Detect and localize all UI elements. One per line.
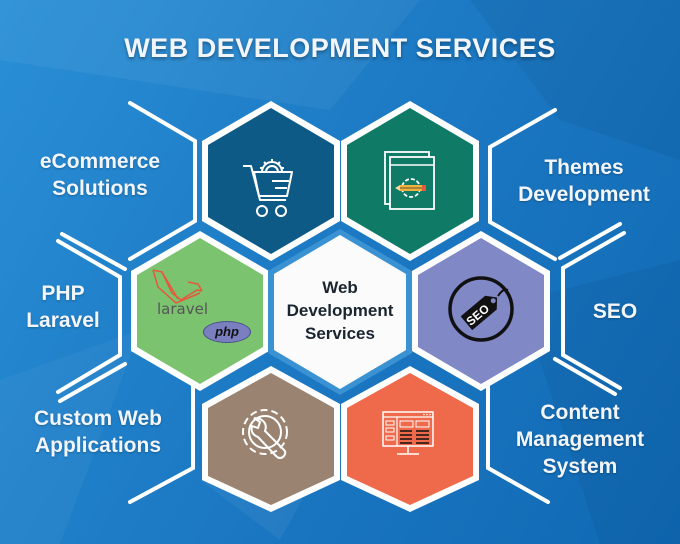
hex-center bbox=[268, 229, 412, 395]
center-line-3: Services bbox=[305, 324, 375, 343]
gear-wrench-icon bbox=[242, 409, 288, 459]
hex-custom[interactable] bbox=[202, 366, 340, 512]
laravel-logo-icon bbox=[152, 269, 203, 304]
label-themes: Themes Development bbox=[518, 156, 650, 206]
hex-ecommerce[interactable] bbox=[202, 101, 340, 261]
shopping-cart-gear-icon bbox=[243, 159, 293, 217]
php-logo: php bbox=[203, 321, 251, 343]
theme-pages-pencil-icon bbox=[384, 151, 435, 210]
label-laravel: PHP Laravel bbox=[26, 282, 100, 332]
label-ecommerce: eCommerce Solutions bbox=[39, 150, 161, 200]
laravel-logo-text: laravel bbox=[157, 300, 208, 318]
center-line-2: Development bbox=[286, 301, 394, 320]
hex-laravel[interactable] bbox=[131, 231, 269, 391]
label-cms: Content Management System bbox=[515, 401, 645, 478]
center-title: Web Development Services bbox=[265, 276, 415, 345]
label-custom: Custom Web Applications bbox=[34, 407, 162, 457]
label-seo: SEO bbox=[592, 300, 638, 323]
hex-outline-lines bbox=[56, 101, 626, 504]
monitor-layout-icon bbox=[382, 411, 434, 455]
page-title: WEB DEVELOPMENT SERVICES bbox=[124, 33, 556, 63]
center-line-1: Web bbox=[322, 278, 358, 297]
